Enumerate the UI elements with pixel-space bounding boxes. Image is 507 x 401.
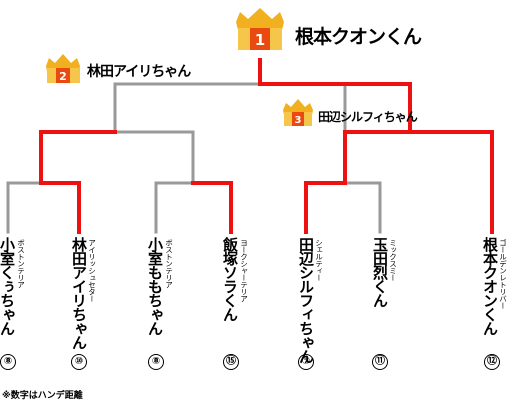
- second-name: 林田アイリちゃん: [87, 64, 191, 80]
- competitor-name: 飯塚ソラくん: [221, 237, 239, 321]
- losing-paths: [6, 82, 382, 234]
- competitor-name: 小室ももちゃん: [146, 237, 164, 335]
- competitor-breed: ボストンテリア: [16, 239, 26, 288]
- second-crown-icon: 2: [46, 54, 80, 83]
- champion-name: 根本クオンくん: [295, 26, 422, 48]
- competitor-breed: ミックスミー: [388, 239, 398, 281]
- competitor-breed: ゴールデンレトリバー: [498, 239, 507, 309]
- handicap-badge: ⑩: [71, 354, 87, 370]
- path-tanabe: [304, 130, 347, 234]
- handicap-badge: ⑫: [484, 354, 500, 370]
- path-hayashida: [39, 130, 117, 234]
- competitor-breed: アイリッシュセター: [87, 239, 97, 302]
- second-rank: 2: [59, 70, 67, 83]
- competitor-name: 林田アイリちゃん: [70, 237, 88, 349]
- competitor-name: 玉田烈くん: [371, 237, 389, 307]
- competitor-name: 小室くぅちゃん: [0, 237, 16, 335]
- competitor-name: 田辺シルフィちゃん: [297, 237, 315, 363]
- winning-paths: [39, 58, 494, 234]
- path-iizuka-semi: [113, 130, 195, 185]
- path-iizuka: [191, 181, 233, 234]
- third-crown-icon: 3: [283, 99, 313, 126]
- competitor-breed: ヨークシャーテリア: [239, 239, 249, 302]
- champion-crown-icon: 1: [236, 8, 284, 50]
- path-tamada: [343, 181, 382, 234]
- third-name: 田辺シルフィちゃん: [318, 110, 418, 124]
- footnote: ※数字はハンデ距離: [2, 391, 83, 401]
- path-komuro-kuu: [6, 181, 43, 234]
- competitor-breed: ボストンテリア: [164, 239, 174, 288]
- path-hayashida-final: [113, 82, 262, 134]
- handicap-badge: ⑦: [298, 354, 314, 370]
- handicap-badge: ⑧: [148, 354, 164, 370]
- path-nemoto: [258, 58, 494, 234]
- competitor-name: 根本クオンくん: [481, 237, 499, 335]
- champion-rank: 1: [255, 31, 265, 49]
- path-komuro-momo: [154, 181, 195, 234]
- competitor-breed: シェルティー: [314, 239, 324, 281]
- handicap-badge: ⑧: [0, 354, 16, 370]
- handicap-badge: ⑪: [372, 354, 388, 370]
- third-rank: 3: [295, 115, 302, 126]
- handicap-badge: ⑮: [223, 354, 239, 370]
